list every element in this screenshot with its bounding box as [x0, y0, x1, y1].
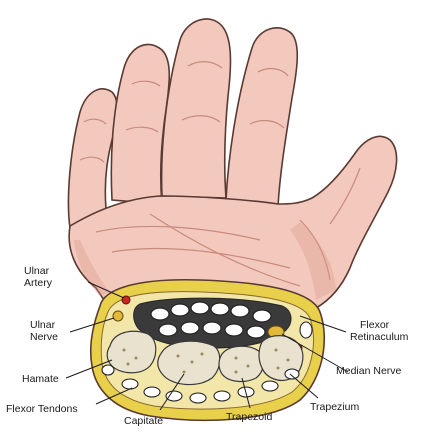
- label-flexor-tendons: Flexor Tendons: [6, 403, 78, 415]
- label-flexor-retinaculum-line1: Flexor: [360, 319, 390, 331]
- label-trapezoid: Trapezoid: [226, 411, 272, 423]
- ulnar-nerve-shape: [113, 311, 123, 321]
- label-hamate: Hamate: [22, 373, 59, 385]
- ring-finger: [111, 44, 169, 204]
- label-ulnar-nerve-line2: Nerve: [30, 331, 58, 343]
- label-capitate: Capitate: [124, 415, 163, 427]
- label-trapezium: Trapezium: [310, 401, 359, 413]
- index-finger: [226, 28, 297, 206]
- label-ulnar-artery-line2: Artery: [24, 277, 53, 289]
- label-median-nerve: Median Nerve: [336, 365, 402, 377]
- middle-finger: [162, 19, 231, 198]
- label-flexor-retinaculum-line2: Retinaculum: [350, 331, 409, 343]
- capitate-bone: [158, 341, 220, 384]
- hamate-bone: [107, 331, 156, 372]
- trapezoid-bone: [219, 346, 263, 381]
- hand: [68, 19, 396, 308]
- wrist-cross-section: [91, 280, 325, 421]
- label-ulnar-nerve-line1: Ulnar: [30, 319, 56, 331]
- label-ulnar-artery-line1: Ulnar: [24, 265, 50, 277]
